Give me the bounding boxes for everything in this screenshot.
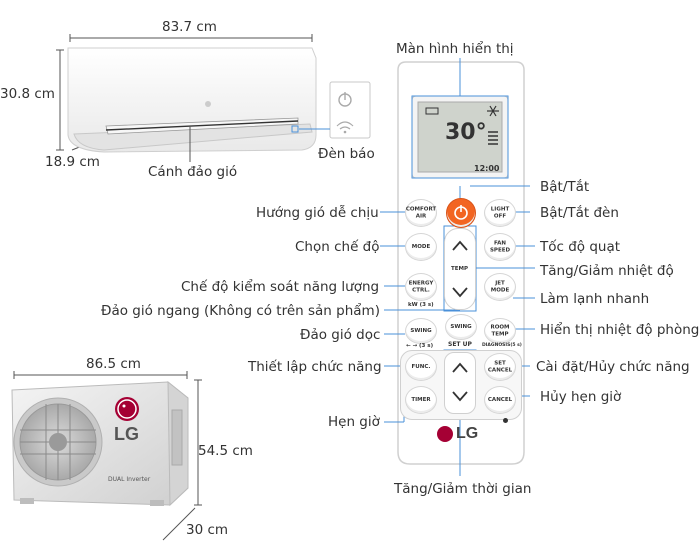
set-cancel-button[interactable]: SET CANCEL bbox=[484, 353, 516, 381]
energy-ctrl-button-label: ENERGY CTRL. bbox=[408, 280, 434, 294]
set-cancel-button-label: SET CANCEL bbox=[487, 360, 513, 374]
indoor-height-label: 30.8 cm bbox=[0, 86, 55, 102]
callout-leader-lines bbox=[380, 58, 535, 476]
callout-time-adjust: Tăng/Giảm thời gian bbox=[394, 481, 532, 497]
indoor-width-label: 83.7 cm bbox=[162, 19, 217, 35]
remote-display-temperature: 30° bbox=[445, 120, 487, 145]
time-down-button[interactable] bbox=[446, 383, 474, 409]
power-icon bbox=[454, 205, 468, 220]
outdoor-brand: LG bbox=[114, 424, 139, 444]
chevron-down-icon bbox=[452, 287, 468, 298]
callout-light: Bật/Tắt đèn bbox=[540, 205, 619, 221]
callout-display: Màn hình hiển thị bbox=[396, 41, 514, 57]
callout-func: Thiết lập chức năng bbox=[248, 359, 382, 375]
mode-button-label: MODE bbox=[411, 243, 431, 250]
jet-mode-button[interactable]: JET MODE bbox=[484, 273, 516, 301]
remote-display-time: 12:00 bbox=[474, 164, 500, 173]
callout-comfort-air: Hướng gió dễ chịu bbox=[256, 205, 379, 221]
outdoor-unit bbox=[11, 380, 189, 507]
mode-button[interactable]: MODE bbox=[405, 233, 437, 261]
cancel-button[interactable]: CANCEL bbox=[484, 386, 516, 414]
swing-horizontal-button-label: SWING bbox=[450, 323, 472, 330]
timer-button[interactable]: TIMER bbox=[405, 386, 437, 414]
remote-lg-logo-icon bbox=[437, 426, 453, 442]
fan-speed-button-label: FAN SPEED bbox=[489, 240, 511, 254]
callout-room-temp: Hiển thị nhiệt độ phòng bbox=[540, 322, 700, 338]
outdoor-dimension-lines bbox=[13, 371, 202, 541]
louver-label: Cánh đảo gió bbox=[148, 164, 238, 180]
light-off-button-label: LIGHT OFF bbox=[490, 206, 510, 220]
power-button[interactable] bbox=[446, 198, 476, 228]
energy-ctrl-note: kW (3 s) bbox=[408, 302, 434, 308]
ir-sensor-dot bbox=[503, 418, 508, 423]
callout-jet-mode: Làm lạnh nhanh bbox=[540, 291, 650, 307]
swing-note: ← → (3 s) bbox=[406, 343, 434, 349]
temp-up-button[interactable] bbox=[446, 231, 474, 261]
swing-horizontal-button[interactable]: SWING bbox=[445, 314, 477, 340]
fan-speed-button[interactable]: FAN SPEED bbox=[484, 233, 516, 261]
callout-cancel-timer: Hủy hẹn giờ bbox=[540, 389, 622, 405]
func-button[interactable]: FUNC. bbox=[405, 353, 437, 381]
outdoor-width-label: 86.5 cm bbox=[86, 356, 141, 372]
callout-mode: Chọn chế độ bbox=[295, 239, 380, 255]
chevron-up-icon bbox=[452, 362, 468, 373]
temp-label: TEMP bbox=[451, 266, 469, 272]
light-off-button[interactable]: LIGHT OFF bbox=[484, 199, 516, 227]
indicator-light-label: Đèn báo bbox=[318, 146, 375, 162]
callout-set-cancel: Cài đặt/Hủy chức năng bbox=[536, 359, 690, 375]
set-up-label: SET UP bbox=[448, 341, 472, 348]
callout-temp: Tăng/Giảm nhiệt độ bbox=[540, 263, 674, 279]
jet-mode-button-label: JET MODE bbox=[490, 280, 510, 294]
comfort-air-button-label: COMFORT AIR bbox=[405, 206, 437, 220]
indoor-depth-label: 18.9 cm bbox=[45, 154, 100, 170]
diagnosis-note: DIAGNOSIS(5 s) bbox=[482, 343, 522, 348]
comfort-air-button[interactable]: COMFORT AIR bbox=[405, 199, 437, 227]
temp-rocker: TEMP bbox=[444, 228, 476, 310]
outdoor-height-label: 54.5 cm bbox=[198, 443, 253, 459]
callout-energy: Chế độ kiểm soát năng lượng bbox=[181, 279, 380, 295]
swing-vertical-button[interactable]: SWING bbox=[405, 318, 437, 344]
callout-swing-horizontal: Đảo gió ngang (Không có trên sản phẩm) bbox=[101, 303, 380, 319]
remote-brand: LG bbox=[456, 425, 479, 442]
func-button-label: FUNC. bbox=[411, 363, 431, 370]
swing-vertical-button-label: SWING bbox=[410, 327, 432, 334]
outdoor-depth-label: 30 cm bbox=[186, 522, 229, 538]
energy-ctrl-button[interactable]: ENERGY CTRL. bbox=[405, 273, 437, 301]
callout-fan-speed: Tốc độ quạt bbox=[540, 239, 621, 255]
callout-power: Bật/Tắt bbox=[540, 179, 590, 195]
timer-button-label: TIMER bbox=[411, 396, 431, 403]
time-rocker bbox=[444, 352, 476, 414]
chevron-up-icon bbox=[452, 240, 468, 251]
indicator-panel bbox=[329, 81, 371, 139]
indoor-unit bbox=[67, 47, 317, 153]
callout-swing-vertical: Đảo gió dọc bbox=[300, 327, 381, 343]
time-up-button[interactable] bbox=[446, 355, 474, 381]
outdoor-badge: DUAL Inverter bbox=[108, 476, 151, 483]
temp-down-button[interactable] bbox=[446, 277, 474, 307]
room-temp-button-label: ROOM TEMP bbox=[490, 324, 510, 338]
room-temp-button[interactable]: ROOM TEMP bbox=[484, 318, 516, 344]
cancel-button-label: CANCEL bbox=[487, 396, 513, 403]
chevron-down-icon bbox=[452, 391, 468, 402]
callout-timer: Hẹn giờ bbox=[328, 414, 380, 430]
